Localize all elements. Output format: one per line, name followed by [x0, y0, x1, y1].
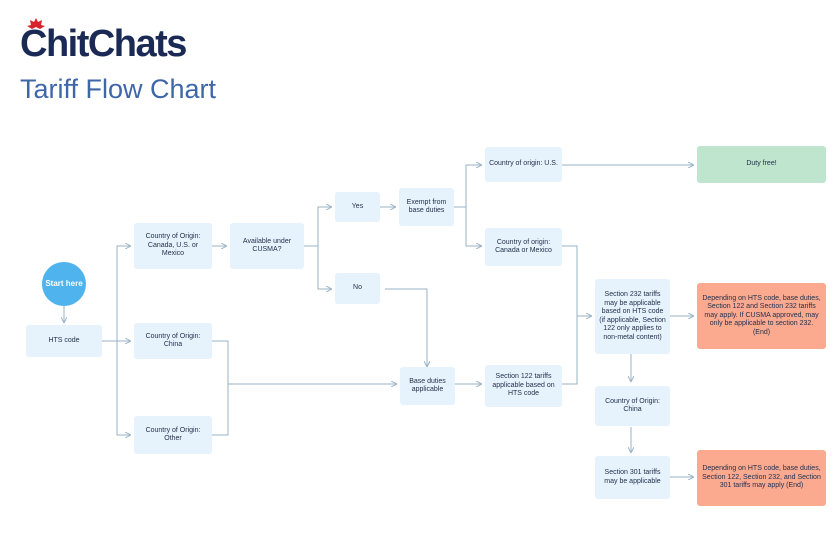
origin-china-node: Country of Origin: China [134, 323, 212, 359]
origin-us-node: Country of origin: U.S. [485, 147, 562, 182]
maple-leaf-icon [27, 18, 45, 29]
hts-code-node: HTS code [26, 325, 102, 357]
origin-other-node: Country of Origin: Other [134, 416, 212, 454]
yes-node: Yes [335, 192, 380, 222]
arrow-available-yes [304, 207, 331, 247]
page-title: Tariff Flow Chart [20, 74, 217, 104]
arrow-hts-other [116, 341, 130, 435]
arrow-hts-cusma [116, 246, 130, 341]
arrow-china-base [212, 340, 396, 384]
arrow-available-no [317, 246, 331, 289]
chitchats-logo: ChitChats [20, 16, 187, 72]
section301-node: Section 301 tariffs may be applicable [595, 456, 670, 499]
duty-free-node: Duty free! [697, 146, 826, 183]
section232-node: Section 232 tariffs may be applicable ba… [595, 279, 670, 354]
exempt-node: Exempt from base duties [399, 188, 454, 226]
arrow-exempt-camx [465, 207, 481, 246]
no-node: No [335, 273, 380, 304]
end-232-node: Depending on HTS code, base duties, Sect… [697, 283, 826, 349]
arrow-122-232 [562, 316, 578, 385]
section122-node: Section 122 tariffs applicable based on … [485, 365, 562, 407]
logo-text: ChitChats [20, 23, 187, 65]
arrow-other-base [212, 384, 229, 436]
origin-cusma-node: Country of Origin: Canada, U.S. or Mexic… [134, 223, 212, 269]
arrow-exempt-us [454, 165, 481, 208]
start-node: Start here [42, 262, 86, 306]
end-301-node: Depending on HTS code, base duties, Sect… [697, 450, 826, 506]
available-cusma-node: Available under CUSMA? [230, 223, 304, 269]
base-duties-node: Base duties applicable [400, 367, 455, 405]
origin-ca-mx-node: Country of origin: Canada or Mexico [485, 228, 562, 266]
origin-china-2-node: Country of Origin: China [595, 386, 670, 426]
arrow-camx-232 [562, 245, 591, 316]
arrow-no-base [385, 288, 427, 366]
